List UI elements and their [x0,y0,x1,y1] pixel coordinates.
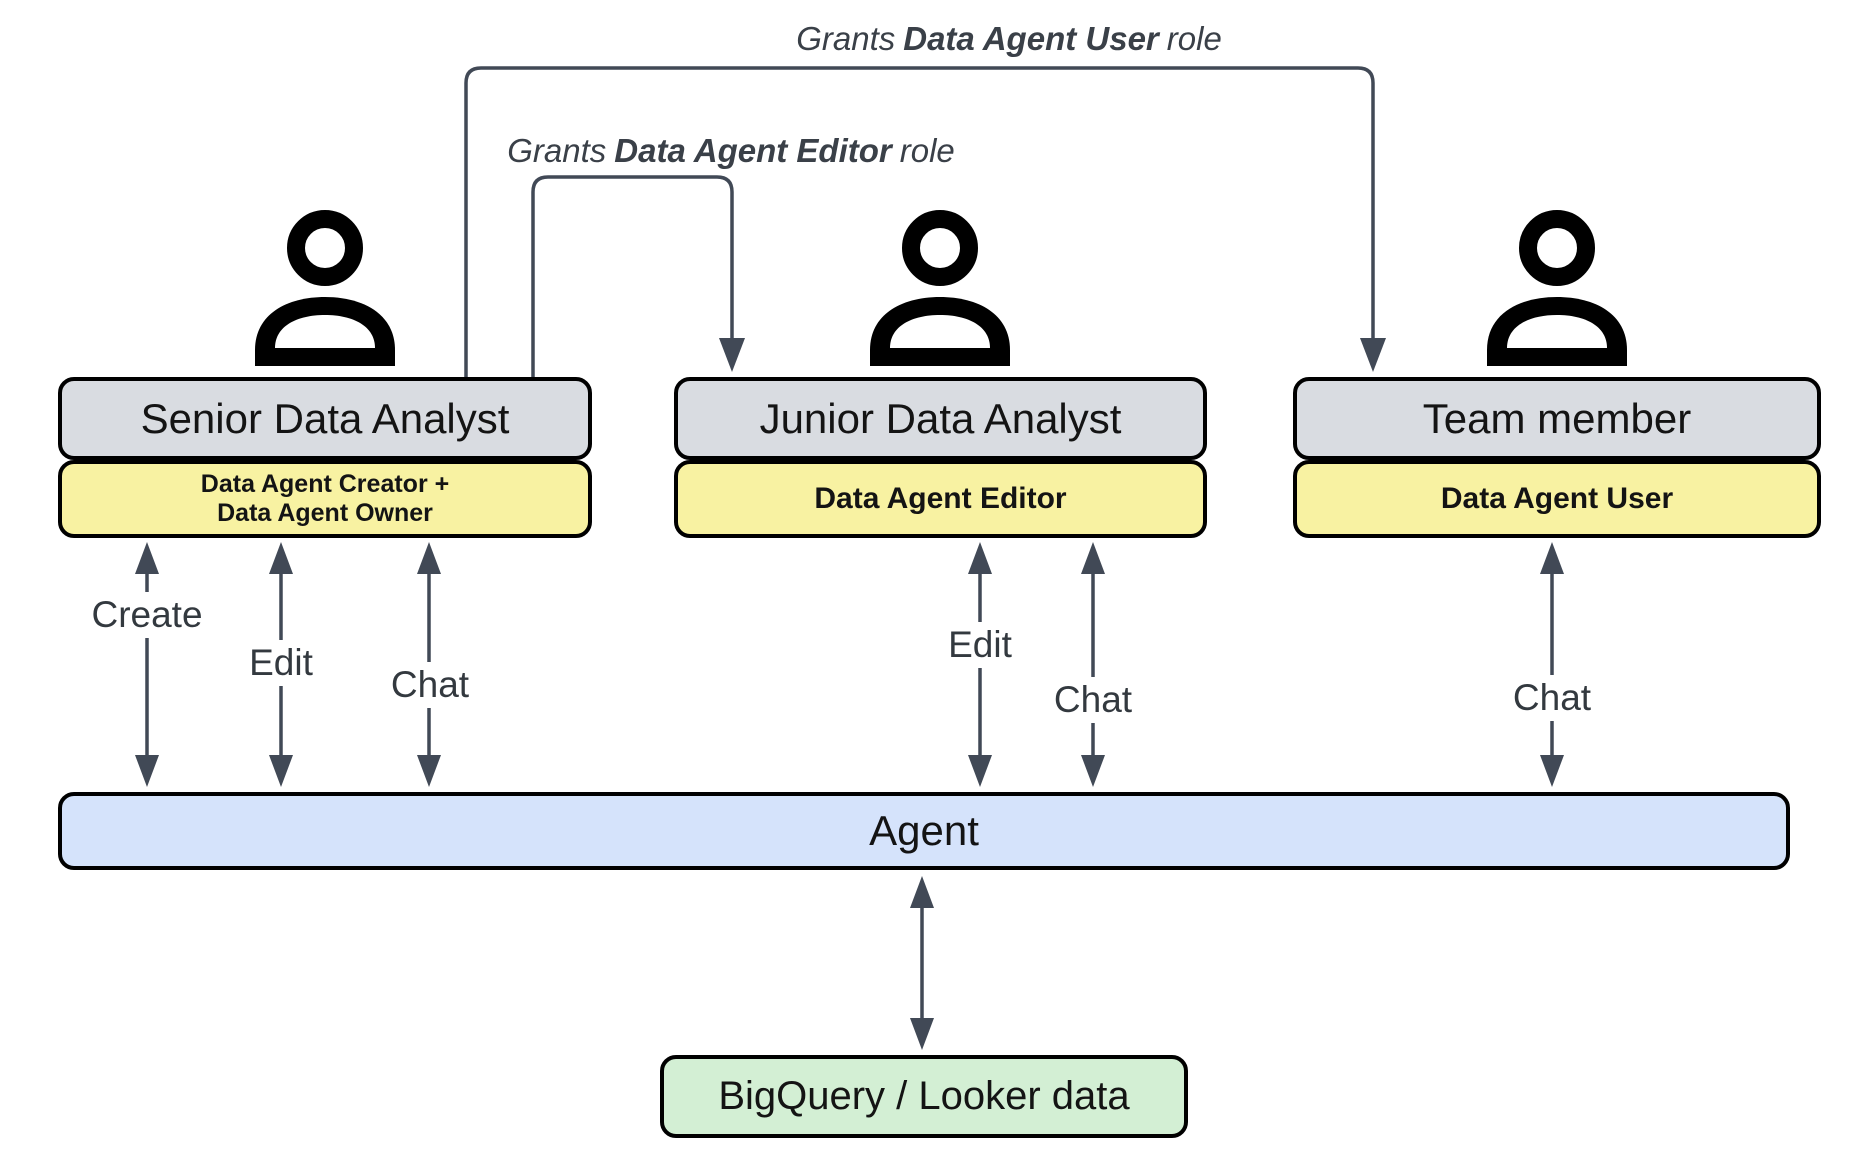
agent-label: Agent [869,807,979,854]
person-icon-senior [255,210,395,366]
grant-user-prefix: Grants [796,20,896,57]
person-icon-team [1487,210,1627,366]
chat-arrow-junior [1081,542,1105,787]
team-role-label: Data Agent User [1440,482,1674,515]
senior-role-line-1: Data Agent Creator + [200,470,450,498]
agent-data-arrow [910,876,934,1050]
grant-editor-role-name: Data Agent Editor [614,132,892,169]
chat-label-team: Chat [1504,675,1600,721]
grant-user-suffix: role [1166,20,1222,57]
edit-label-junior: Edit [940,622,1020,668]
agent-bar: Agent [58,792,1790,870]
grant-editor-connector [531,175,745,377]
senior-role-box: Data Agent Creator + Data Agent Owner [58,460,592,538]
grant-editor-suffix: role [899,132,955,169]
grant-user-role-name: Data Agent User [903,20,1159,57]
senior-role-line-2: Data Agent Owner [217,499,433,527]
junior-analyst-title: Junior Data Analyst [759,394,1122,442]
edit-label-senior: Edit [241,640,321,686]
chat-arrow-team [1540,542,1564,787]
team-member-box: Team member [1293,377,1821,460]
grant-editor-prefix: Grants [507,132,607,169]
chat-label-senior: Chat [382,662,478,708]
junior-role-box: Data Agent Editor [674,460,1207,538]
create-label-senior: Create [83,592,211,638]
create-arrow-senior [135,542,159,787]
junior-analyst-box: Junior Data Analyst [674,377,1207,460]
datastore-label: BigQuery / Looker data [718,1074,1130,1118]
team-member-title: Team member [1422,394,1692,442]
senior-analyst-box: Senior Data Analyst [58,377,592,460]
chat-label-junior: Chat [1045,677,1141,723]
person-icon-junior [870,210,1010,366]
datastore-box: BigQuery / Looker data [660,1055,1188,1138]
senior-analyst-title: Senior Data Analyst [140,394,510,442]
team-role-box: Data Agent User [1293,460,1821,538]
junior-role-label: Data Agent Editor [814,482,1067,515]
